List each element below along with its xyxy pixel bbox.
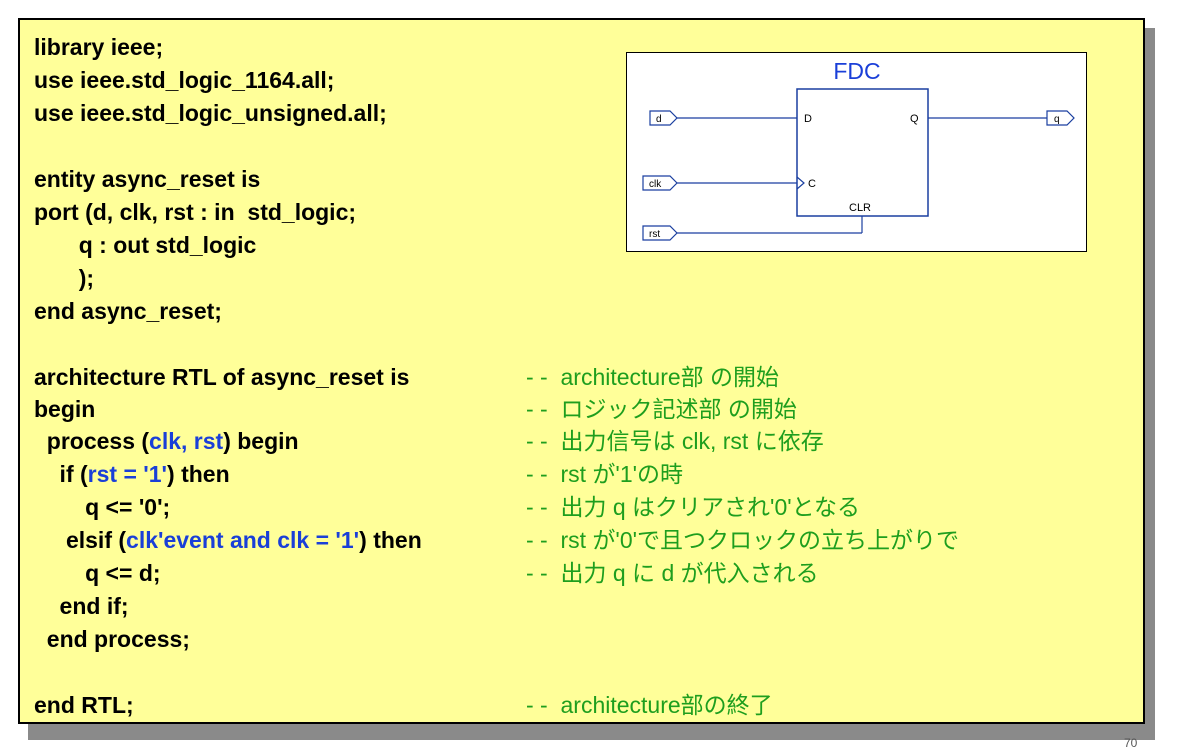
code-token: library ieee;: [34, 34, 164, 60]
code-token: architecture RTL of async_reset is: [34, 364, 410, 390]
code-line-end-if: end if;: [34, 590, 129, 623]
code-token: use ieee.std_logic_unsigned.all;: [34, 100, 387, 126]
code-token: ) then: [359, 527, 422, 553]
comment-architecture-end: - - architecture部の終了: [526, 692, 773, 718]
code-line-if: if (rst = '1') then: [34, 458, 230, 491]
pin-clr-label: CLR: [849, 202, 871, 214]
code-token: q : out std_logic: [34, 232, 257, 258]
code-token: ) then: [167, 461, 230, 487]
code-token: end process;: [34, 626, 190, 652]
code-line-process: process (clk, rst) begin: [34, 425, 299, 458]
code-line-port-q: q : out std_logic: [34, 229, 257, 262]
code-token: if (: [34, 461, 88, 487]
code-line-use-unsigned: use ieee.std_logic_unsigned.all;: [34, 97, 387, 130]
code-line-assign-zero: q <= '0';: [34, 491, 170, 524]
schematic-title: FDC: [833, 58, 880, 84]
code-line-port: port (d, clk, rst : in std_logic;: [34, 196, 356, 229]
comment-clock-rising: - - rst が'0'で且つクロックの立ち上がりで: [526, 527, 960, 553]
code-line-library: library ieee;: [34, 31, 163, 64]
code-line-assign-d: q <= d;: [34, 557, 161, 590]
code-token: port (d, clk, rst : in std_logic;: [34, 199, 357, 225]
code-token: begin: [34, 396, 96, 422]
code-token: end RTL;: [34, 692, 134, 718]
code-token: entity async_reset is: [34, 166, 261, 192]
comment-rst-high: - - rst が'1'の時: [526, 461, 684, 487]
code-token: );: [34, 265, 95, 291]
comment-architecture-start: - - architecture部 の開始: [526, 364, 780, 390]
code-token: ) begin: [223, 428, 299, 454]
port-clk-label: clk: [649, 179, 662, 190]
code-line-use-1164: use ieee.std_logic_1164.all;: [34, 64, 334, 97]
comment-q-cleared: - - 出力 q はクリアされ'0'となる: [526, 494, 860, 520]
code-line-end-process: end process;: [34, 623, 190, 656]
port-rst-label: rst: [649, 229, 660, 240]
code-token: end async_reset;: [34, 298, 222, 324]
port-d-label: d: [656, 114, 662, 125]
flip-flop-box: [796, 88, 929, 217]
port-clk-shape: [642, 175, 678, 191]
port-q-shape: [1046, 110, 1075, 126]
clock-edge-marker: [796, 176, 805, 190]
code-token: clk, rst: [149, 428, 224, 454]
pin-d-label: D: [804, 113, 812, 125]
code-token: rst = '1': [87, 461, 168, 487]
comment-q-assigned: - - 出力 q に d が代入される: [526, 560, 819, 586]
code-line-end-entity: end async_reset;: [34, 295, 222, 328]
port-q-label: q: [1054, 114, 1060, 125]
slide-number: 70: [1124, 736, 1138, 750]
code-line-entity: entity async_reset is: [34, 163, 260, 196]
code-token: q <= '0';: [34, 494, 171, 520]
pin-c-label: C: [808, 178, 816, 190]
port-rst-shape: [642, 225, 678, 241]
fdc-schematic: FDC d D Q q clk C CLR rst: [626, 52, 1087, 252]
code-token: use ieee.std_logic_1164.all;: [34, 67, 335, 93]
slide-panel: library ieee; use ieee.std_logic_1164.al…: [18, 18, 1145, 724]
comment-sensitivity: - - 出力信号は clk, rst に依存: [526, 428, 824, 454]
code-line-begin: begin: [34, 393, 95, 426]
code-line-end-rtl: end RTL;: [34, 689, 134, 722]
port-d-shape: [649, 110, 678, 126]
code-line-elsif: elsif (clk'event and clk = '1') then: [34, 524, 422, 557]
pin-q-label: Q: [910, 113, 919, 125]
comment-logic-start: - - ロジック記述部 の開始: [526, 396, 797, 422]
code-token: q <= d;: [34, 560, 161, 586]
code-token: end if;: [34, 593, 129, 619]
code-token: clk'event and clk = '1': [126, 527, 360, 553]
code-line-architecture: architecture RTL of async_reset is: [34, 361, 409, 394]
code-token: elsif (: [34, 527, 127, 553]
code-token: process (: [34, 428, 150, 454]
code-line-port-close: );: [34, 262, 94, 295]
